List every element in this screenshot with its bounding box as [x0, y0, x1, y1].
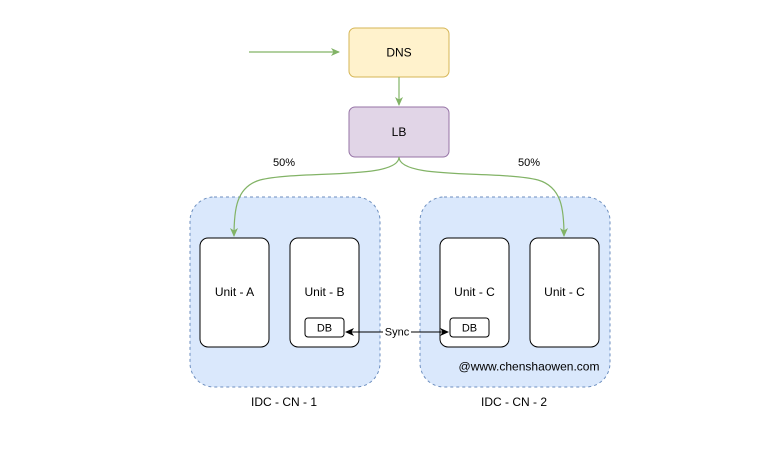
- left-split-label: 50%: [273, 157, 295, 169]
- watermark-text: @www.chenshaowen.com: [459, 360, 600, 374]
- unit-c1-label: Unit - C: [454, 285, 495, 299]
- db-sync-label: Sync: [385, 327, 410, 339]
- unit-a-box: [199, 237, 270, 348]
- unit-c2-box: [529, 237, 600, 348]
- lb-label: LB: [392, 125, 407, 139]
- unit-b-db-label: DB: [317, 323, 332, 335]
- idc-cn-1-label: IDC - CN - 1: [251, 395, 317, 409]
- unit-b-db-box: [304, 317, 345, 338]
- lb-to-unit-a-arrow: [230, 156, 400, 237]
- lb-to-unit-c2-arrow: [398, 156, 568, 237]
- unit-b-label: Unit - B: [304, 285, 344, 299]
- unit-c1-db-label: DB: [462, 323, 477, 335]
- unit-c1-db-box: [449, 317, 490, 338]
- right-split-label: 50%: [518, 157, 540, 169]
- unit-c2-label: Unit - C: [544, 285, 585, 299]
- unit-a-label: Unit - A: [215, 285, 254, 299]
- dns-label: DNS: [386, 46, 411, 60]
- idc-cn-2-label: IDC - CN - 2: [481, 395, 547, 409]
- db-sync-label-bg: [383, 325, 411, 338]
